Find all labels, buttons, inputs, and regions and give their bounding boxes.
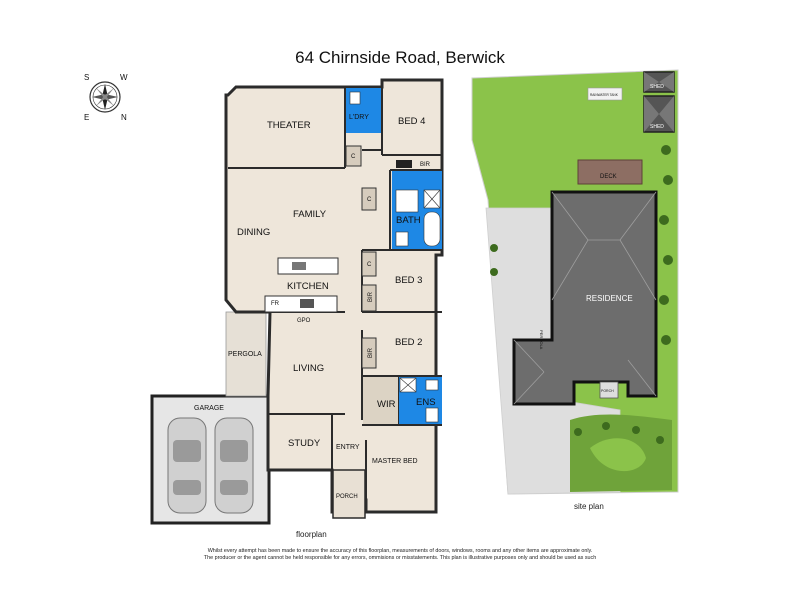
room-ens: ENS bbox=[416, 397, 436, 408]
room-study: STUDY bbox=[288, 438, 321, 449]
room-laundry: L'DRY bbox=[349, 114, 369, 121]
car-icon bbox=[214, 417, 254, 514]
disclaimer-line-1: Whilst every attempt has been made to en… bbox=[207, 548, 593, 554]
room-living: LIVING bbox=[293, 363, 324, 374]
compass-w: W bbox=[120, 73, 128, 82]
compass-n: N bbox=[121, 113, 127, 122]
residence-label: RESIDENCE bbox=[586, 294, 633, 303]
floorplan-caption: floorplan bbox=[296, 530, 327, 539]
residence-roof bbox=[512, 190, 658, 406]
shed-label-2: SHED bbox=[650, 124, 664, 130]
room-bath: BATH bbox=[396, 215, 421, 226]
room-wir: WIR bbox=[377, 399, 396, 410]
room-master-bed: MASTER BED bbox=[372, 458, 418, 465]
compass-s: S bbox=[84, 73, 89, 82]
room-bir-1: BIR bbox=[420, 162, 431, 168]
room-garage: GARAGE bbox=[194, 405, 224, 412]
room-cupboard-2: C bbox=[367, 197, 372, 203]
room-kitchen: KITCHEN bbox=[287, 281, 329, 292]
porch-area bbox=[332, 469, 366, 519]
disclaimer: Whilst every attempt has been made to en… bbox=[0, 548, 800, 562]
water-tank bbox=[587, 87, 623, 101]
shed-label-1: SHED bbox=[650, 84, 664, 90]
room-cupboard-3: C bbox=[367, 262, 372, 268]
room-bed3: BED 3 bbox=[395, 275, 422, 286]
wir-area bbox=[363, 377, 398, 424]
room-pergola: PERGOLA bbox=[228, 351, 262, 358]
deck-area bbox=[577, 159, 643, 185]
car-icon bbox=[167, 417, 207, 514]
room-cupboard-1: C bbox=[351, 154, 356, 160]
compass-icon: S W E N bbox=[84, 73, 128, 122]
page-title: 64 Chirnside Road, Berwick bbox=[295, 48, 505, 67]
siteplan-porch-label: PORCH bbox=[601, 389, 614, 393]
compass-e: E bbox=[84, 113, 89, 122]
siteplan-porch bbox=[599, 381, 619, 399]
room-theater: THEATER bbox=[267, 120, 311, 131]
room-porch: PORCH bbox=[336, 494, 358, 500]
room-dining: DINING bbox=[237, 227, 270, 238]
siteplan-caption: site plan bbox=[574, 502, 604, 511]
room-entry: ENTRY bbox=[336, 444, 360, 451]
siteplan-pergola-label: PERGOLA bbox=[539, 330, 544, 350]
room-bed2: BED 2 bbox=[395, 337, 422, 348]
room-fr: FR bbox=[271, 301, 280, 307]
room-bed4: BED 4 bbox=[398, 116, 425, 127]
room-family: FAMILY bbox=[293, 209, 327, 220]
room-gpo: GPO bbox=[297, 318, 311, 324]
room-bir-3: BIR bbox=[368, 347, 374, 358]
disclaimer-line-2: The producer or the agent cannot be held… bbox=[203, 555, 597, 561]
deck-label: DECK bbox=[600, 174, 617, 180]
room-bir-2: BIR bbox=[368, 291, 374, 302]
water-tank-label: RAINWATER TANK bbox=[590, 93, 619, 97]
